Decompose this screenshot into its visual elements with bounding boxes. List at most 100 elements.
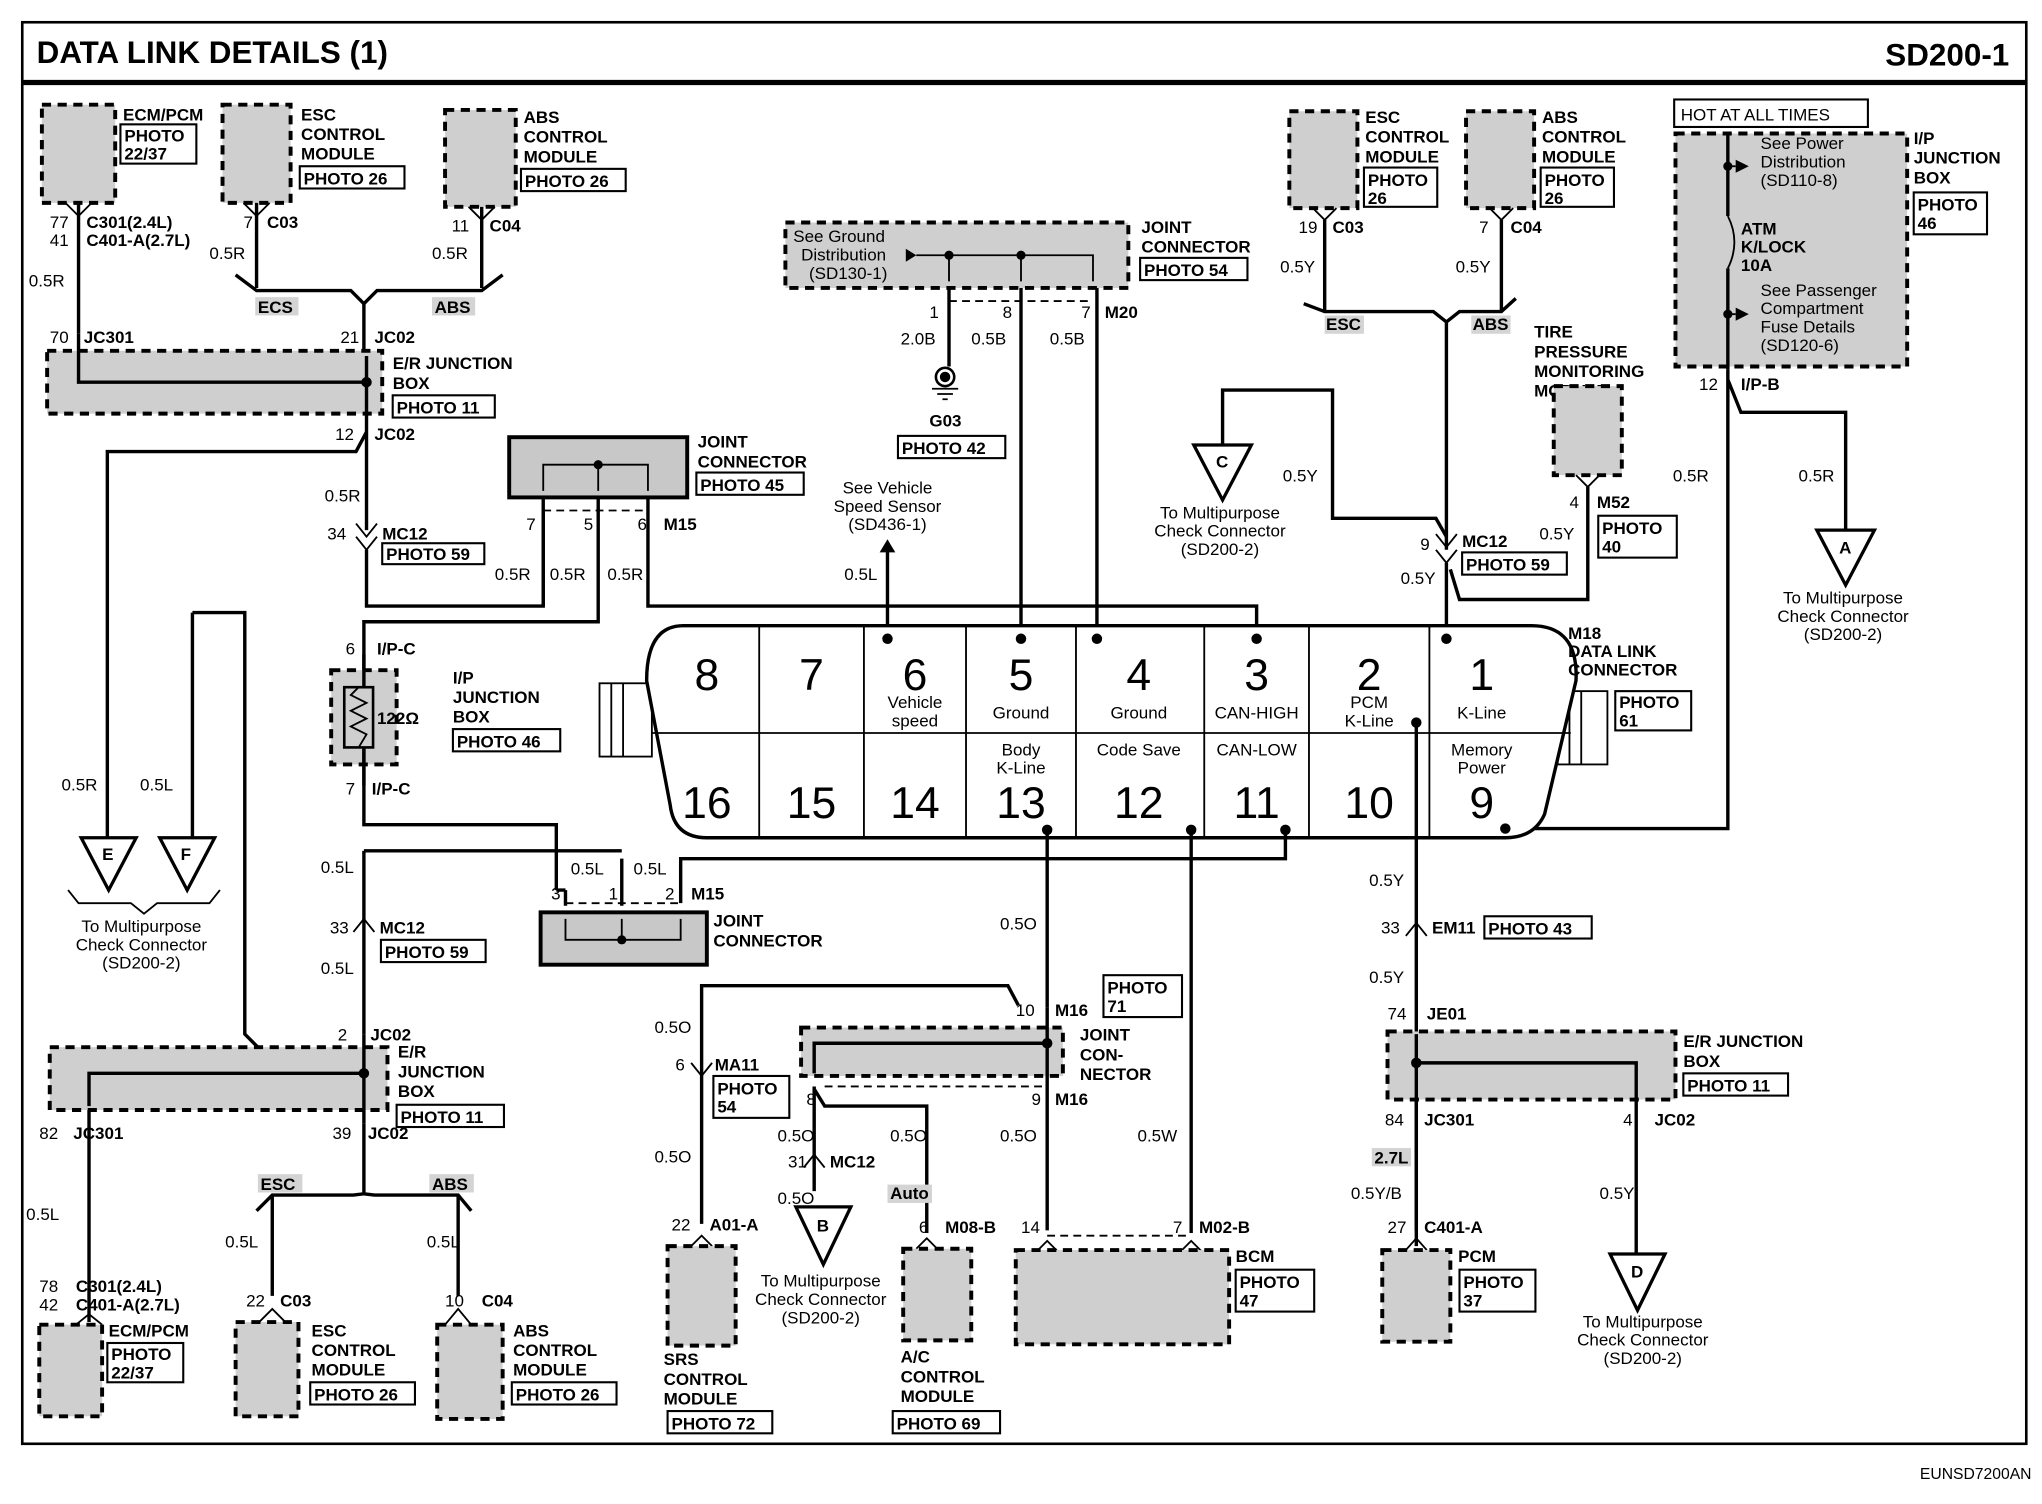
svg-text:21: 21 — [340, 328, 359, 347]
diagram-frame — [20, 20, 2028, 1446]
svg-text:CONTROL: CONTROL — [513, 1341, 597, 1360]
svg-text:0.5R: 0.5R — [550, 565, 586, 584]
svg-text:C04: C04 — [1511, 218, 1543, 237]
svg-text:(SD200-2): (SD200-2) — [102, 954, 180, 973]
svg-text:26: 26 — [1368, 189, 1387, 208]
abs-module-bottom: 0.5L 10 C04 ABS CONTROL MODULE PHOTO 26 — [427, 1232, 618, 1421]
offpage-b: B To Multipurpose Check Connector (SD200… — [755, 1205, 887, 1327]
svg-text:C04: C04 — [490, 217, 522, 236]
svg-text:0.5R: 0.5R — [1799, 467, 1835, 486]
svg-text:PHOTO 59: PHOTO 59 — [386, 545, 470, 564]
abs-module-top-right: ABS CONTROL MODULE PHOTO 26 7 C04 0.5Y A… — [1456, 108, 1626, 334]
svg-text:SRS: SRS — [664, 1350, 699, 1369]
svg-text:JOINT: JOINT — [698, 433, 749, 452]
svg-text:4: 4 — [1623, 1111, 1632, 1130]
svg-text:0.5O: 0.5O — [778, 1189, 815, 1208]
svg-text:JC02: JC02 — [368, 1124, 409, 1143]
svg-text:PHOTO 11: PHOTO 11 — [1687, 1077, 1770, 1096]
svg-text:47: 47 — [1240, 1291, 1259, 1310]
svg-text:10A: 10A — [1741, 256, 1772, 275]
dlc-pin-label: speed — [892, 711, 938, 730]
esc-module-top-right: ESC CONTROL MODULE PHOTO 26 19 C03 0.5Y … — [1280, 108, 1449, 334]
svg-text:0.5Y: 0.5Y — [1369, 968, 1404, 987]
offpage-d: D To Multipurpose Check Connector (SD200… — [1577, 1252, 1709, 1368]
tag-ecs: ECS — [258, 298, 293, 317]
svg-text:JC02: JC02 — [374, 328, 415, 347]
svg-text:CONTROL: CONTROL — [301, 125, 385, 144]
svg-text:MC12: MC12 — [380, 918, 425, 937]
svg-text:7: 7 — [1173, 1218, 1182, 1237]
svg-text:M15: M15 — [691, 884, 724, 903]
svg-text:Auto: Auto — [890, 1184, 929, 1203]
dlc-pin-number: 10 — [1344, 779, 1394, 828]
mc12-c: 0.5L 33 MC12 PHOTO 59 0.5L — [321, 858, 487, 978]
dlc-pin-number: 8 — [694, 651, 719, 700]
svg-text:CONTROL: CONTROL — [1542, 128, 1626, 147]
svg-text:0.5R: 0.5R — [1673, 467, 1709, 486]
dlc-pin-label: CAN-LOW — [1216, 740, 1296, 759]
dlc-pin-label: Ground — [1110, 704, 1167, 723]
svg-text:54: 54 — [717, 1098, 736, 1117]
svg-text:0.5O: 0.5O — [1000, 1126, 1037, 1145]
svg-text:0.5Y: 0.5Y — [1401, 569, 1436, 588]
er-junction-box-right: 74 JE01 E/R JUNCTION BOX PHOTO 11 84 JC3… — [1351, 1005, 1803, 1203]
svg-text:0.5L: 0.5L — [321, 858, 354, 877]
svg-text:71: 71 — [1107, 997, 1126, 1016]
svg-text:PHOTO 54: PHOTO 54 — [1144, 261, 1228, 280]
svg-text:BCM: BCM — [1236, 1247, 1275, 1266]
svg-text:E/R JUNCTION: E/R JUNCTION — [393, 354, 513, 373]
svg-text:7: 7 — [1081, 303, 1090, 322]
svg-text:74: 74 — [1388, 1005, 1407, 1024]
svg-text:0.5Y: 0.5Y — [1369, 871, 1404, 890]
svg-text:M52: M52 — [1597, 493, 1630, 512]
svg-text:JC02: JC02 — [370, 1026, 411, 1045]
svg-text:PHOTO 11: PHOTO 11 — [397, 399, 480, 418]
svg-text:M08-B: M08-B — [945, 1218, 996, 1237]
svg-text:6: 6 — [346, 639, 355, 658]
svg-text:Check Connector: Check Connector — [1577, 1331, 1709, 1350]
svg-text:MODULE: MODULE — [1365, 147, 1439, 166]
svg-text:6: 6 — [637, 515, 646, 534]
svg-text:0.5L: 0.5L — [26, 1205, 59, 1224]
svg-text:TIRE: TIRE — [1534, 323, 1573, 342]
page-title: DATA LINK DETAILS (1) — [37, 35, 388, 70]
svg-text:M02-B: M02-B — [1199, 1218, 1250, 1237]
svg-text:0.5O: 0.5O — [778, 1126, 815, 1145]
pcm-module: 27 C401-A PCM PHOTO 37 — [1380, 1218, 1537, 1344]
offpage-e: E — [78, 836, 139, 894]
svg-text:To Multipurpose: To Multipurpose — [1160, 503, 1280, 522]
svg-text:0.5L: 0.5L — [321, 959, 354, 978]
dlc-pin-label: K-Line — [1457, 704, 1506, 723]
svg-text:ECM/PCM: ECM/PCM — [123, 105, 203, 124]
svg-text:(SD200-2): (SD200-2) — [1181, 540, 1259, 559]
svg-text:ABS: ABS — [524, 108, 560, 127]
svg-text:To Multipurpose: To Multipurpose — [1583, 1312, 1703, 1331]
svg-text:0.5Y/B: 0.5Y/B — [1351, 1184, 1402, 1203]
esc-module-top: ESC CONTROL MODULE PHOTO 26 7 C03 0.5R — [209, 102, 406, 288]
svg-text:41: 41 — [50, 231, 69, 250]
ecm-pcm-bottom: 0.5L 78 42 C301(2.4L) C401-A(2.7L) ECM/P… — [26, 1205, 189, 1419]
svg-text:To Multipurpose: To Multipurpose — [81, 917, 201, 936]
svg-text:See Passenger: See Passenger — [1761, 281, 1878, 300]
wire-label-e: 0.5R — [62, 776, 98, 795]
svg-text:PHOTO: PHOTO — [1918, 196, 1978, 215]
tag-abs: ABS — [435, 298, 471, 317]
svg-text:22/37: 22/37 — [111, 1363, 154, 1382]
svg-text:MODULE: MODULE — [312, 1361, 386, 1380]
svg-text:C03: C03 — [1333, 218, 1364, 237]
svg-text:PHOTO 59: PHOTO 59 — [1466, 556, 1550, 575]
svg-text:CONTROL: CONTROL — [1365, 128, 1449, 147]
svg-text:MODULE: MODULE — [664, 1390, 738, 1409]
ip-junction-box-top: HOT AT ALL TIMES I/P JUNCTION BOX PHOTO … — [1673, 98, 2001, 486]
svg-text:1: 1 — [609, 884, 618, 903]
svg-text:0.5R: 0.5R — [607, 565, 643, 584]
joint-connector-m16: 0.5O PHOTO 71 10 M16 JOINT CON- NECTOR 8… — [799, 914, 1184, 1109]
svg-text:PHOTO: PHOTO — [111, 1345, 171, 1364]
svg-text:PHOTO: PHOTO — [124, 126, 184, 145]
svg-text:MC12: MC12 — [382, 524, 427, 543]
svg-text:JE01: JE01 — [1427, 1005, 1467, 1024]
svg-text:0.5Y: 0.5Y — [1283, 467, 1318, 486]
em11-connector: 0.5Y 33 EM11 PHOTO 43 0.5Y — [1369, 871, 1593, 987]
svg-text:ESC: ESC — [260, 1175, 295, 1194]
